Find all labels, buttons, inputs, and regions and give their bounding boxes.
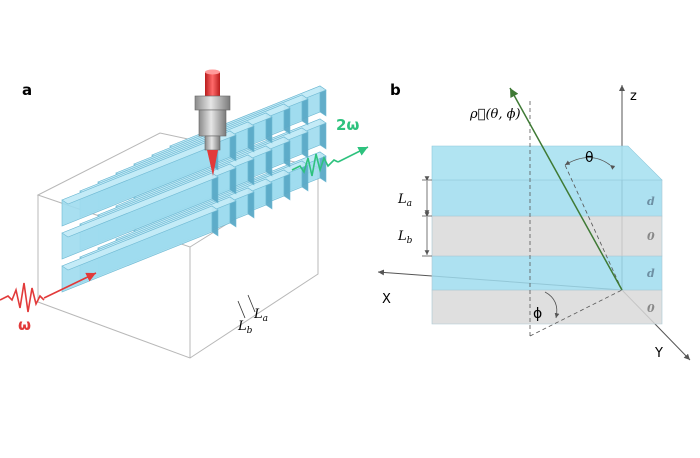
input-beam [0, 272, 97, 313]
vector-rho [509, 87, 623, 337]
spacing-markers [237, 294, 256, 319]
layer-label-2: 0 [647, 230, 655, 243]
y-axis-label: Y [654, 346, 663, 361]
panel-b: b z X Y ρ⃗(θ, ϕ) θ ϕ [377, 81, 691, 361]
output-frequency-label: 2ω [336, 116, 359, 134]
spacing-la-label: La [253, 307, 268, 324]
layer-0-2-front [431, 289, 663, 325]
spacing-lb-label: Lb [237, 319, 253, 336]
layer-label-1: d [647, 195, 655, 208]
theta-label: θ [585, 150, 594, 166]
input-frequency-label: ω [18, 316, 31, 334]
lb-label: Lb [397, 229, 413, 246]
la-label: La [397, 192, 412, 209]
layer-label-4: 0 [647, 302, 655, 315]
phi-arc [544, 291, 560, 319]
layer-d-1-front [431, 179, 663, 217]
x-axis-label: X [382, 292, 391, 307]
panel-a: a ω 2ω [0, 69, 369, 359]
theta-arc [564, 157, 616, 170]
layer-stack [431, 145, 663, 325]
z-axis-label: z [630, 89, 637, 104]
objective-lens [194, 69, 231, 176]
panel-a-label: a [22, 81, 32, 99]
stack-top [431, 145, 663, 181]
output-beam [291, 146, 369, 177]
domain-sheet-top [61, 205, 219, 271]
layer-label-3: d [647, 267, 655, 280]
layer-d-2-front [431, 255, 663, 291]
panel-b-label: b [390, 81, 401, 99]
phi-label: ϕ [533, 306, 542, 322]
vector-label: ρ⃗(θ, ϕ) [469, 107, 521, 122]
thickness-markers [422, 176, 432, 257]
domain-sheet-top [61, 172, 219, 238]
domain-sheets [61, 85, 327, 293]
layer-0-1-front [431, 215, 663, 257]
